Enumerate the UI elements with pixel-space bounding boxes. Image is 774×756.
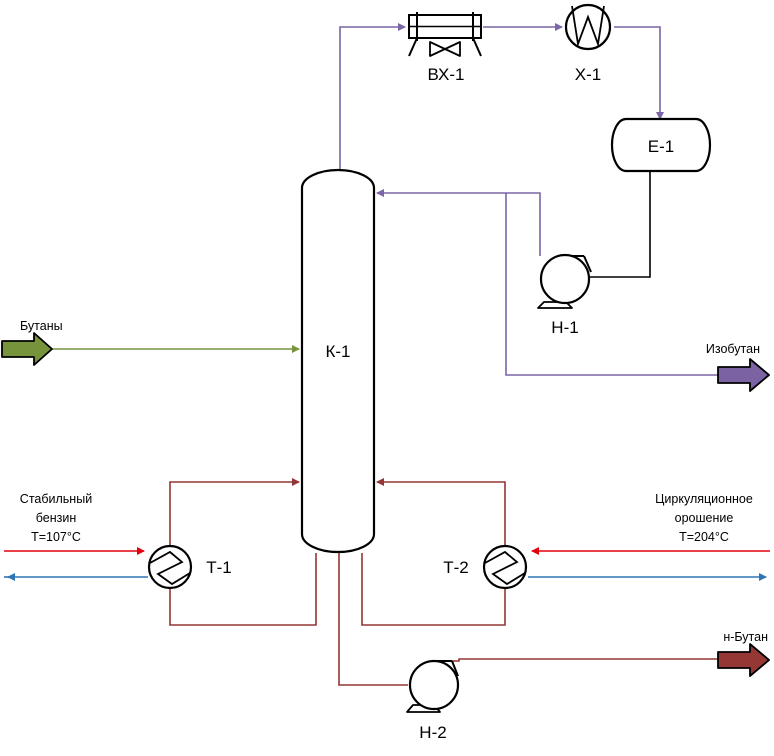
vessel-to-pump-line [565,171,651,278]
reflux-line [376,189,541,256]
fan-blades-icon [429,41,461,57]
cooler-label: Х-1 [575,65,601,84]
air-cooler-icon [408,12,482,57]
isobutane-product-arrow-icon [717,358,770,392]
heater-right-return-line [376,478,506,548]
pump-n2-label: Н-2 [419,723,446,742]
heater-left-feed-line [169,553,317,626]
stable-gasoline-label-line2: бензин [36,511,77,525]
column-k1-label: К-1 [325,342,350,361]
stable-gasoline-label-line1: Стабильный [20,492,92,506]
n-butane-product-arrow-icon [717,643,770,677]
n-butane-product-line [434,658,718,662]
heater-left-return-line [169,478,300,548]
overhead-vapour-line [339,23,406,170]
pump-n1-label: Н-1 [551,318,578,337]
circulating-reflux-label-line3: Т=204°С [679,530,729,544]
circulating-reflux-label-line2: орошение [675,511,734,525]
cooler-to-vessel-line [614,26,664,120]
heater-t2-icon [482,544,528,590]
feed-label: Бутаны [20,319,63,333]
pump-n2-icon [406,659,460,713]
n-butane-label: н-Бутан [723,630,768,644]
circulating-reflux-label-line1: Циркуляционное [655,492,753,506]
butane-feed-arrow-icon [1,332,53,366]
heater-right-feed-line [361,553,506,626]
heater-t2-label: Т-2 [443,558,469,577]
vessel-label: Е-1 [648,137,674,156]
isobutane-product-line [505,193,718,376]
column-k1 [300,168,376,554]
cooler-x1-icon [564,3,612,51]
isobutane-label: Изобутан [706,342,760,356]
heater-t1-label: Т-1 [206,558,232,577]
vessel-e1 [610,117,712,173]
air-cooler-label: ВХ-1 [427,65,464,84]
bottoms-line [338,553,408,686]
pump-n1-icon [537,253,592,309]
stable-gasoline-label-line3: Т=107°С [31,530,81,544]
heater-t1-icon [147,544,193,590]
